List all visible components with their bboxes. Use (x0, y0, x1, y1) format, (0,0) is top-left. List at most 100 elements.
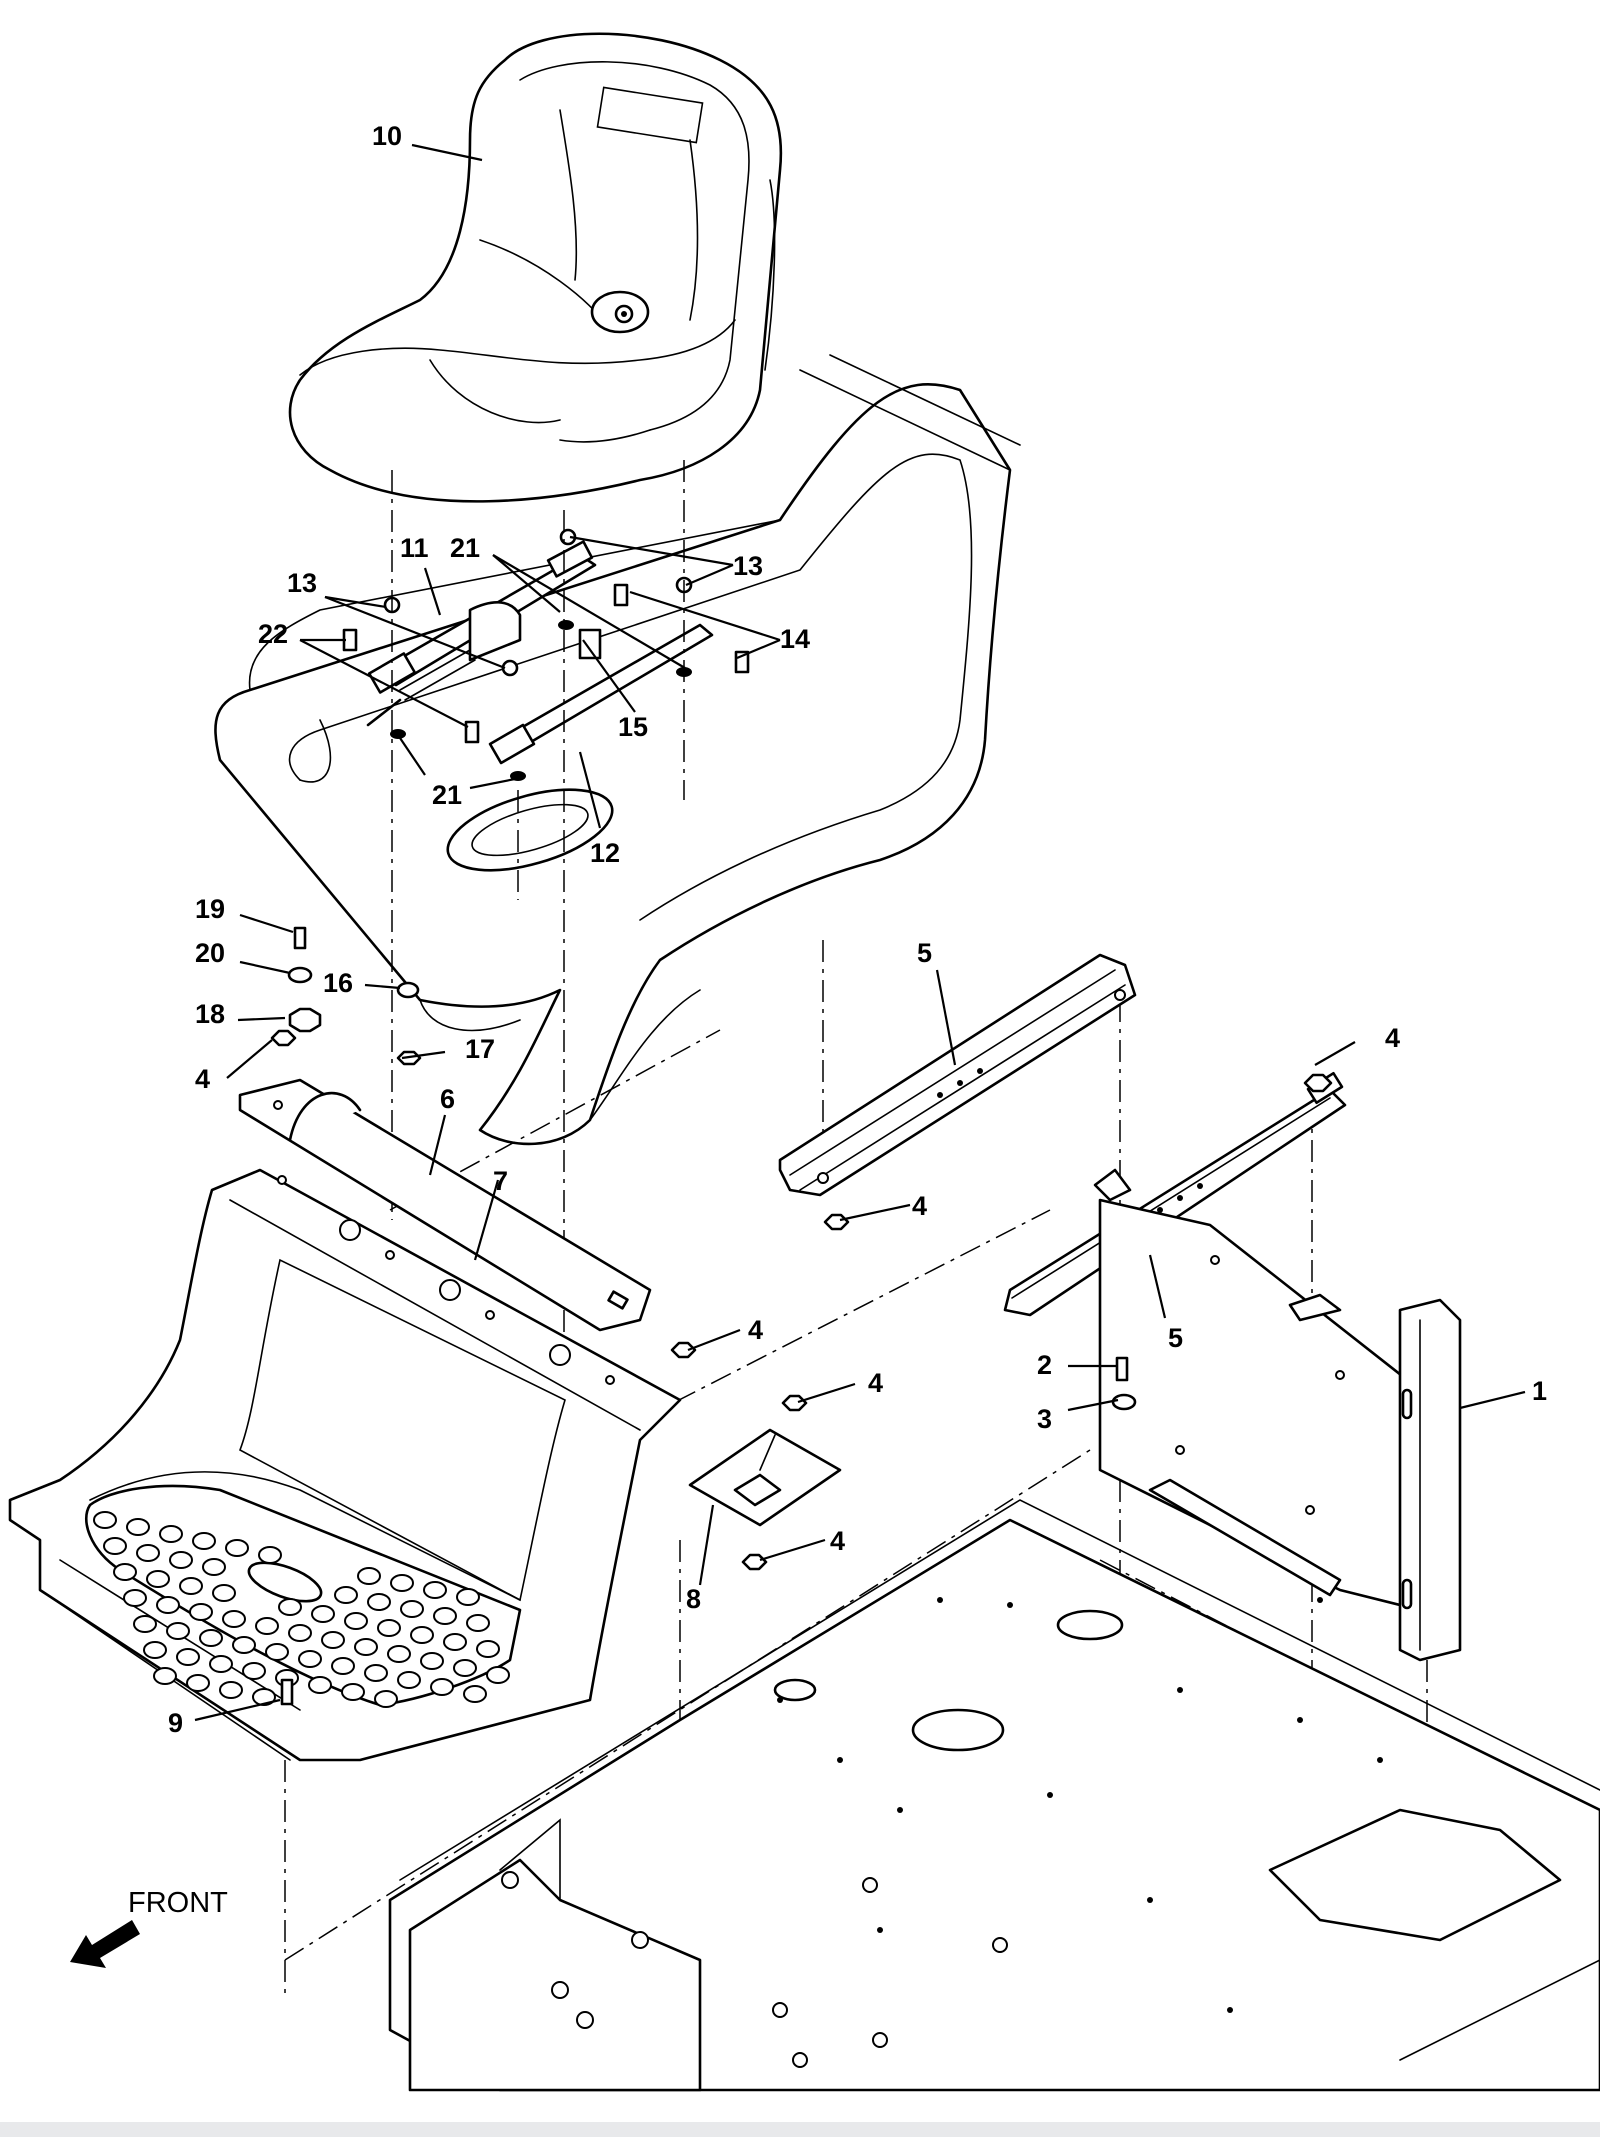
callout-5-upper: 5 (917, 938, 932, 968)
perforation-hole (153, 1667, 177, 1685)
callout-14: 14 (780, 624, 810, 654)
perforation-hole (321, 1631, 345, 1649)
perforation-hole (476, 1640, 500, 1658)
perforation-hole (146, 1570, 170, 1588)
perforation-hole (486, 1666, 510, 1684)
callout-2: 2 (1037, 1350, 1052, 1380)
perforation-hole (334, 1586, 358, 1604)
perforation-hole (357, 1567, 381, 1585)
perforation-hole (311, 1605, 335, 1623)
perforation-hole (344, 1612, 368, 1630)
perforation-hole (443, 1633, 467, 1651)
callout-15: 15 (618, 712, 648, 742)
front-direction-arrow (70, 1920, 140, 1968)
perforation-hole (242, 1662, 266, 1680)
perforation-hole (169, 1551, 193, 1569)
perforation-hole (387, 1645, 411, 1663)
callout-13-right: 13 (733, 551, 763, 581)
perforation-hole (278, 1598, 302, 1616)
upright-post (1398, 1298, 1462, 1662)
callout-22: 22 (258, 619, 288, 649)
perforation-hole (212, 1584, 236, 1602)
callout-6: 6 (440, 1084, 455, 1114)
perforation-hole (255, 1617, 279, 1635)
perforation-hole (166, 1622, 190, 1640)
perforation-hole (186, 1674, 210, 1692)
perforation-hole (341, 1683, 365, 1701)
callout-10: 10 (372, 121, 402, 151)
perforation-hole (397, 1671, 421, 1689)
perforation-hole (192, 1532, 216, 1550)
perforation-hole (103, 1537, 127, 1555)
footrest-perforations (93, 1511, 510, 1708)
perforation-hole (209, 1655, 233, 1673)
perforation-hole (466, 1614, 490, 1632)
seat (288, 32, 783, 503)
seat-pan (214, 354, 1021, 1146)
front-label: FRONT (128, 1887, 228, 1919)
perforation-hole (453, 1659, 477, 1677)
rail-upper (778, 953, 1137, 1197)
perforation-hole (433, 1607, 457, 1625)
perforation-hole (308, 1676, 332, 1694)
callout-4-plate-upper: 4 (868, 1368, 883, 1398)
perforation-hole (265, 1643, 289, 1661)
perforation-hole (179, 1577, 203, 1595)
perforation-hole (225, 1539, 249, 1557)
perforation-hole (298, 1650, 322, 1668)
perforation-hole (400, 1600, 424, 1618)
perforation-hole (222, 1610, 246, 1628)
callout-labels: 10 11 21 13 13 22 14 15 21 12 19 20 16 1… (128, 121, 1547, 1919)
callout-5-lower: 5 (1168, 1323, 1183, 1353)
callout-4-plate-lower: 4 (830, 1526, 845, 1556)
perforation-hole (136, 1544, 160, 1562)
callout-18: 18 (195, 999, 225, 1029)
side-plate (1098, 1198, 1422, 1612)
perforation-hole (354, 1638, 378, 1656)
callout-4-center: 4 (748, 1315, 763, 1345)
perforation-hole (202, 1558, 226, 1576)
perforation-hole (258, 1546, 282, 1564)
callout-21-upper: 21 (450, 533, 480, 563)
perforation-hole (156, 1596, 180, 1614)
perforation-hole (423, 1581, 447, 1599)
perforation-hole (189, 1603, 213, 1621)
perforation-hole (331, 1657, 355, 1675)
perforation-hole (199, 1629, 223, 1647)
callout-3: 3 (1037, 1404, 1052, 1434)
perforation-hole (377, 1619, 401, 1637)
base-frame (388, 1499, 1600, 2092)
perforation-hole (93, 1511, 117, 1529)
perforation-hole (364, 1664, 388, 1682)
callout-21-lower: 21 (432, 780, 462, 810)
seat-bracket (238, 1078, 652, 1332)
perforation-hole (463, 1685, 487, 1703)
callout-9: 9 (168, 1708, 183, 1738)
perforation-hole (126, 1518, 150, 1536)
perforation-hole (430, 1678, 454, 1696)
perforation-hole (113, 1563, 137, 1581)
perforation-hole (159, 1525, 183, 1543)
callout-4-upper-right: 4 (1385, 1023, 1400, 1053)
callout-7: 7 (493, 1166, 508, 1196)
callout-19: 19 (195, 894, 225, 924)
small-plate (688, 1428, 842, 1527)
callout-16: 16 (323, 968, 353, 998)
perforation-hole (456, 1588, 480, 1606)
perforation-hole (252, 1688, 276, 1706)
perforation-hole (367, 1593, 391, 1611)
callout-4-left: 4 (195, 1064, 210, 1094)
perforation-hole (390, 1574, 414, 1592)
callout-13-left: 13 (287, 568, 317, 598)
callout-8: 8 (686, 1584, 701, 1614)
perforation-hole (420, 1652, 444, 1670)
callout-1: 1 (1532, 1376, 1547, 1406)
perforation-hole (133, 1615, 157, 1633)
callout-11: 11 (400, 533, 429, 563)
perforation-hole (123, 1589, 147, 1607)
perforation-hole (410, 1626, 434, 1644)
footer-strip (0, 2122, 1600, 2137)
callout-17: 17 (465, 1034, 495, 1064)
